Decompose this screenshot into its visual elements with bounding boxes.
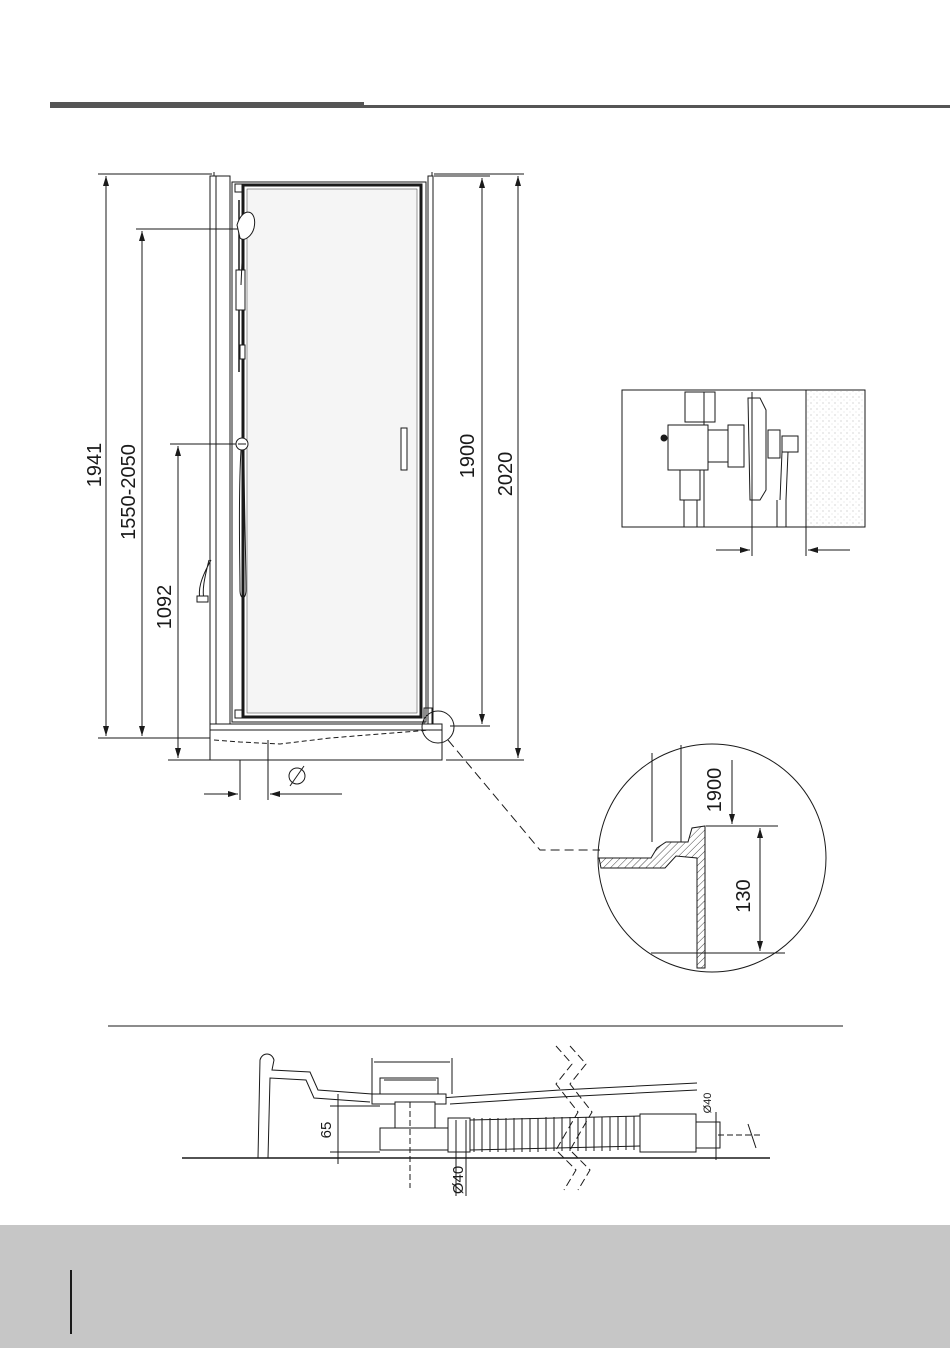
dim-door-height: 1900 (457, 434, 479, 479)
shower-cabin-elevation (197, 172, 600, 850)
footer-band (0, 1225, 950, 1348)
detail-marker-circle (422, 711, 454, 743)
dim-overall-height: 2020 (495, 452, 517, 497)
mixer-installation-detail (622, 390, 865, 556)
dim-mixer-height: 1092 (154, 585, 176, 630)
hose-connector (640, 1114, 696, 1152)
detail-leader-line (448, 740, 600, 850)
supply-pipes (199, 560, 211, 600)
wall-section (806, 391, 864, 526)
left-panel-profile (216, 176, 230, 724)
left-frame-profile (210, 176, 216, 724)
dim-drain-outlet: Ø40 (450, 1166, 467, 1194)
corrugated-hose (470, 1116, 640, 1152)
dim-tray-height: 130 (733, 879, 755, 912)
dim-total-height: 1941 (84, 443, 106, 488)
drain-diameter-symbol (289, 766, 305, 786)
header-rule (50, 102, 950, 108)
dim-zoom-top: 1900 (704, 768, 726, 813)
zoom-detail-labels: 1900 130 (704, 768, 755, 913)
dim-shower-rail: 1550-2050 (118, 444, 140, 540)
tray-slope-top (440, 1083, 697, 1098)
door-handle (401, 428, 407, 470)
drain-body (395, 1102, 435, 1128)
right-frame-profile (428, 176, 433, 724)
rail-bracket (236, 270, 245, 310)
footer-page-mark (70, 1270, 72, 1334)
drain-section (182, 1046, 770, 1196)
tray-section-hatched (599, 826, 705, 968)
shower-tray (210, 724, 442, 760)
drain-grate (380, 1078, 438, 1096)
dim-pipe-diameter: Ø40 (702, 1093, 714, 1114)
dim-drain-height: 65 (318, 1122, 335, 1139)
